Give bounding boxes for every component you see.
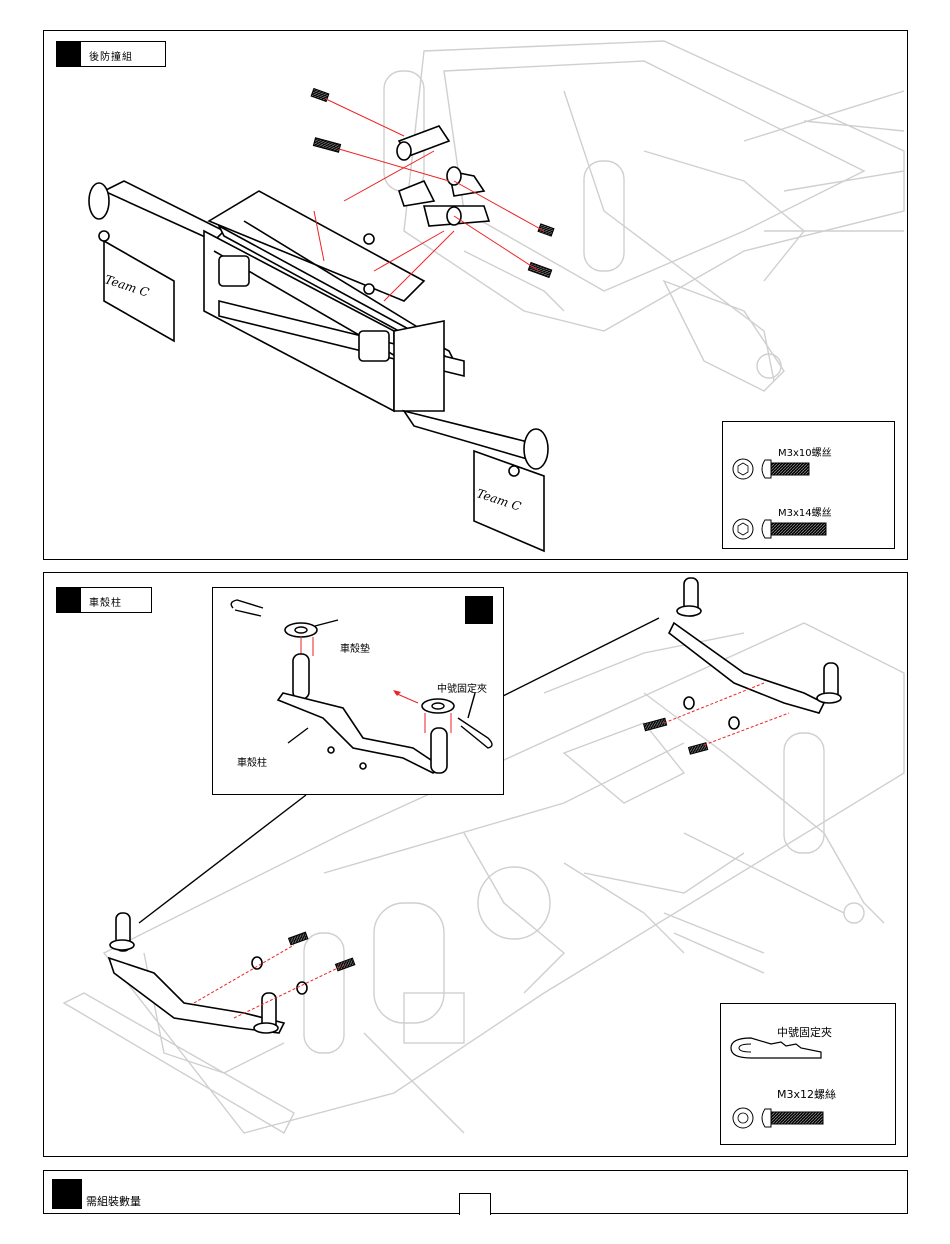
detail-inset-box: 車殼墊 中號固定夾 車殼柱 xyxy=(212,587,504,795)
body-post-label: 車殼柱 xyxy=(237,754,267,769)
parts-legend-box: M3x10螺丝 M3x14螺丝 xyxy=(722,421,895,549)
front-body-post-assembly xyxy=(644,578,841,754)
footer-tag xyxy=(52,1179,82,1209)
parts-legend-box: 中號固定夾 M3x12螺絲 xyxy=(720,1003,896,1145)
legend-icons xyxy=(721,1004,897,1146)
body-clip-label: 中號固定夾 xyxy=(437,680,487,695)
step-body-post-panel: 車殼柱 xyxy=(43,572,908,1157)
legend-screw-b-label: M3x14螺丝 xyxy=(778,504,832,519)
body-pad-label: 車殼墊 xyxy=(340,640,370,655)
step-rear-bumper-panel: 後防撞組 xyxy=(43,30,908,560)
footer-title: 需組裝數量 xyxy=(86,1193,141,1209)
page-number-tab xyxy=(459,1193,491,1215)
legend-screw-a-icon xyxy=(723,422,896,550)
legend-screw-label: M3x12螺絲 xyxy=(777,1086,836,1102)
rear-body-post-assembly xyxy=(109,913,355,1033)
assembly-quantity-footer: 需組裝數量 xyxy=(43,1170,908,1214)
